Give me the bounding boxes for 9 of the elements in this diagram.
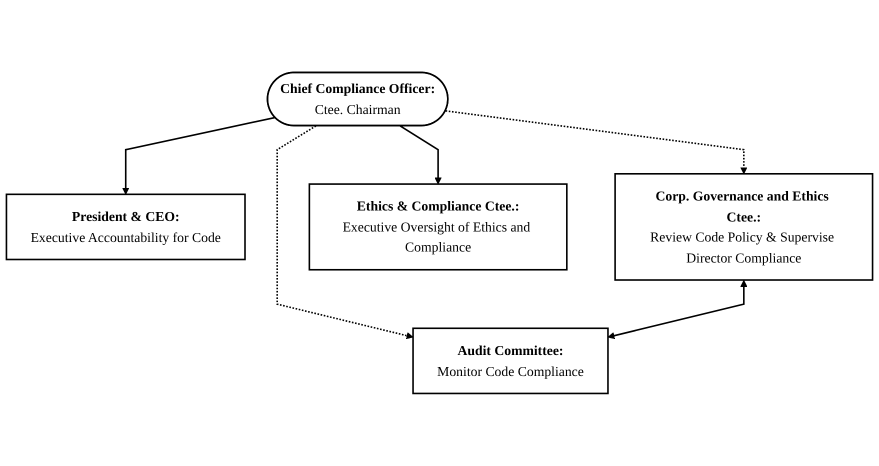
arrow [608, 280, 748, 340]
node-box: Ethics & Compliance Ctee.: Executive Oversight of Ethics and Compliance [308, 183, 568, 271]
node-box: Audit Committee: Monitor Code Compliance [412, 328, 609, 394]
arrow [400, 125, 442, 184]
node-box: Corp. Governance and Ethics Ctee.: Review Code Policy & Supervise Director Compliance [614, 173, 874, 281]
arrow [276, 125, 414, 340]
node-box: President & CEO: Executive Accountability for Code [6, 194, 246, 260]
arrow [445, 110, 748, 174]
arrow [122, 116, 276, 195]
